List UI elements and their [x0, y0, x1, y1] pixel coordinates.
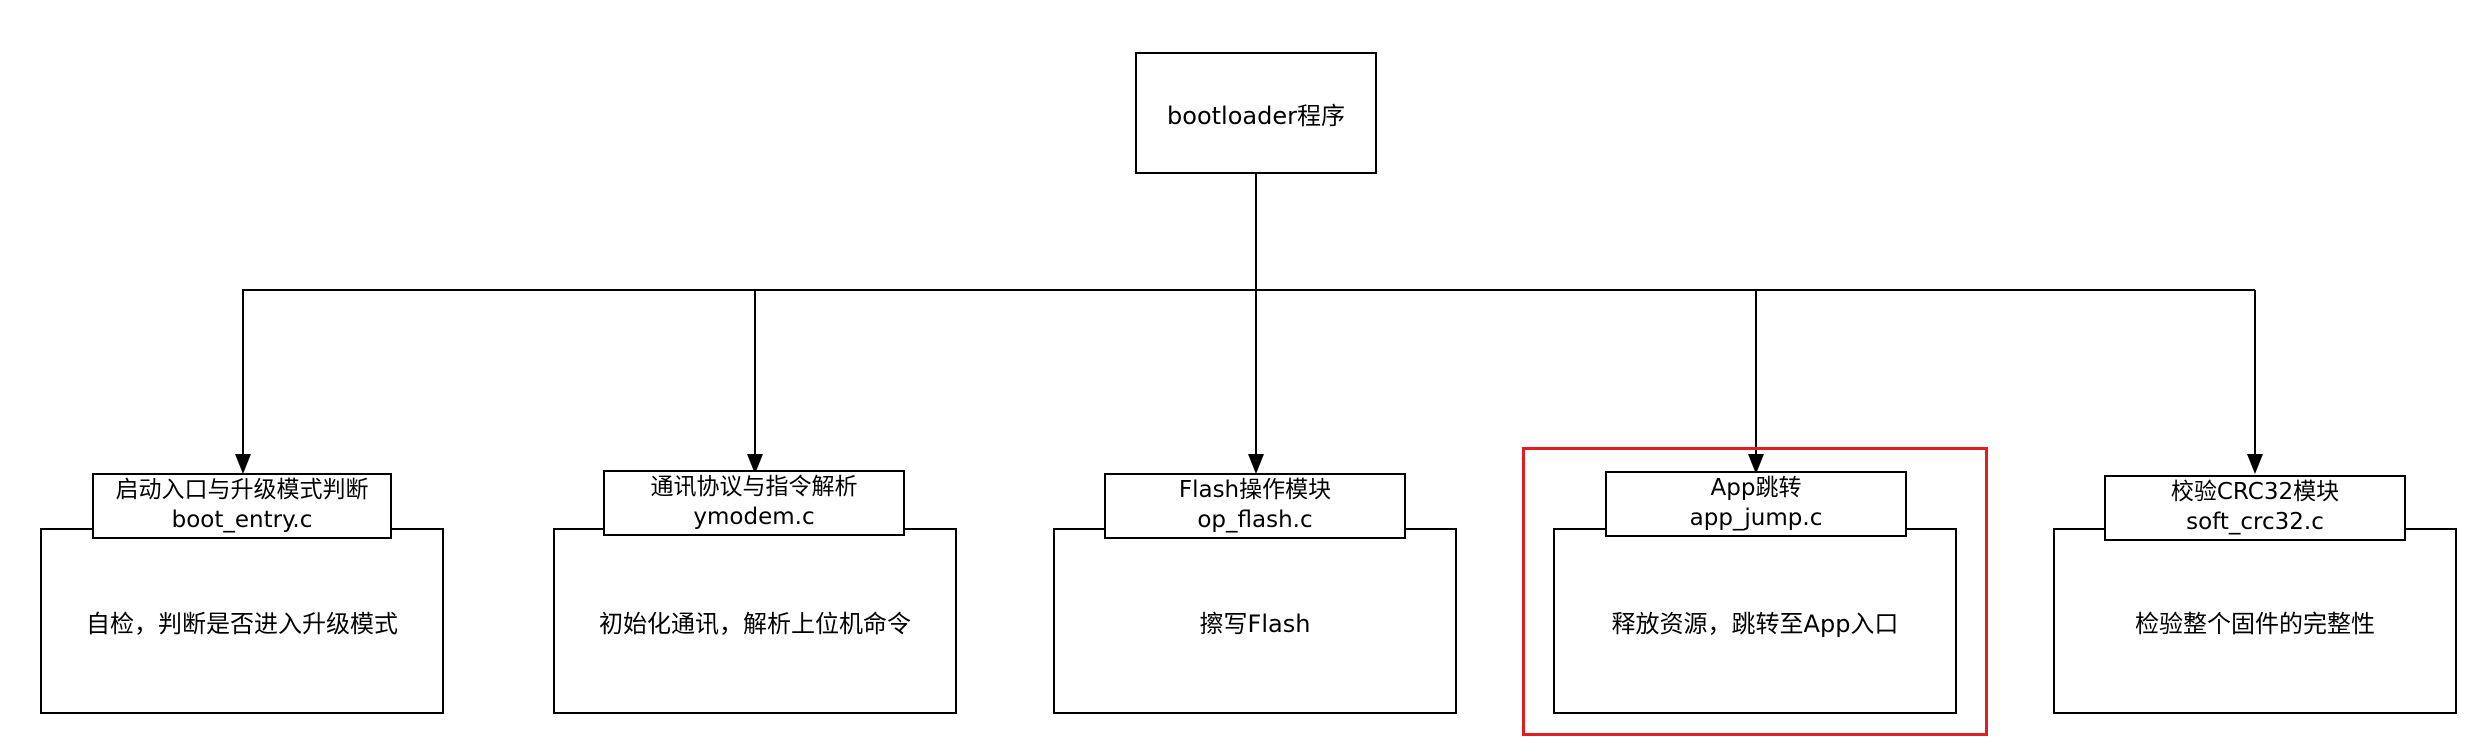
- module-name-3: Flash操作模块: [1178, 477, 1332, 504]
- module-file-4: app_jump.c: [1689, 505, 1823, 531]
- module-desc-box-3: 擦写Flash: [1053, 528, 1457, 714]
- branch-line-1: [242, 290, 244, 454]
- module-name-5: 校验CRC32模块: [2170, 479, 2340, 506]
- arrowhead-5: [2247, 454, 2263, 474]
- module-file-2: ymodem.c: [693, 504, 815, 530]
- module-label-box-2: 通讯协议与指令解析 ymodem.c: [603, 470, 905, 536]
- module-label-box-3: Flash操作模块 op_flash.c: [1104, 473, 1406, 539]
- root-node-label: bootloader程序: [1167, 101, 1345, 130]
- module-desc-box-5: 检验整个固件的完整性: [2053, 528, 2457, 714]
- module-name-4: App跳转: [1710, 475, 1802, 502]
- module-desc-5: 检验整个固件的完整性: [2135, 609, 2375, 638]
- horizontal-bus: [242, 289, 2255, 291]
- branch-line-4: [1755, 290, 1757, 454]
- arrowhead-3: [1248, 454, 1264, 474]
- module-desc-1: 自检，判断是否进入升级模式: [86, 609, 398, 638]
- module-desc-3: 擦写Flash: [1199, 609, 1311, 638]
- arrowhead-4: [1748, 454, 1764, 474]
- module-desc-box-4: 释放资源，跳转至App入口: [1553, 528, 1957, 714]
- module-label-box-5: 校验CRC32模块 soft_crc32.c: [2104, 475, 2406, 541]
- module-file-5: soft_crc32.c: [2186, 509, 2324, 535]
- root-connector: [1255, 174, 1257, 290]
- module-label-box-4: App跳转 app_jump.c: [1605, 471, 1907, 537]
- module-name-2: 通讯协议与指令解析: [650, 474, 858, 501]
- branch-line-5: [2254, 290, 2256, 454]
- module-desc-2: 初始化通讯，解析上位机命令: [599, 609, 911, 638]
- arrowhead-2: [747, 454, 763, 474]
- branch-line-3: [1255, 290, 1257, 454]
- module-label-box-1: 启动入口与升级模式判断 boot_entry.c: [92, 473, 392, 539]
- module-desc-box-2: 初始化通讯，解析上位机命令: [553, 528, 957, 714]
- module-desc-4: 释放资源，跳转至App入口: [1611, 609, 1899, 638]
- branch-line-2: [754, 290, 756, 454]
- module-name-1: 启动入口与升级模式判断: [115, 477, 369, 504]
- module-file-3: op_flash.c: [1197, 507, 1313, 533]
- root-node: bootloader程序: [1135, 52, 1377, 174]
- module-file-1: boot_entry.c: [171, 507, 313, 533]
- arrowhead-1: [235, 454, 251, 474]
- module-desc-box-1: 自检，判断是否进入升级模式: [40, 528, 444, 714]
